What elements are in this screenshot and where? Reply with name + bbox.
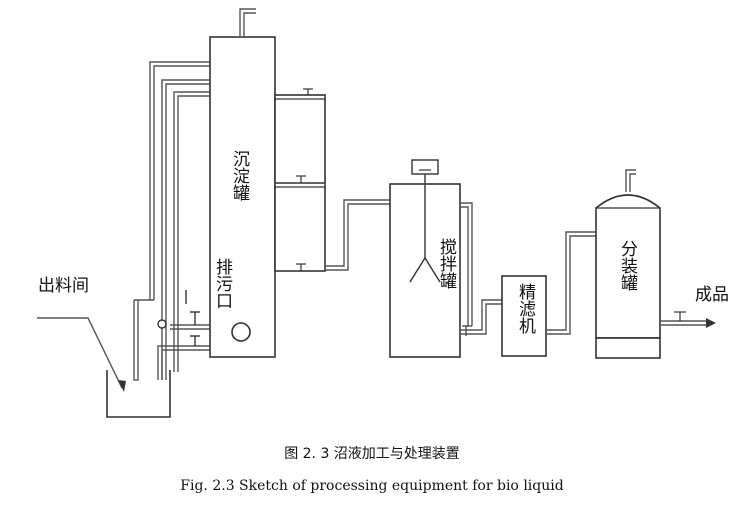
pipes-basin-to-sedimentation [133, 61, 210, 381]
pipe-mixing-to-filter [460, 299, 502, 335]
settling-chambers [274, 88, 326, 272]
sedimentation-tank [209, 8, 276, 358]
label-outlet-room: 出料间 [38, 276, 89, 296]
mixing-tank [389, 159, 473, 358]
inlet-line [37, 317, 123, 389]
valve-icon [157, 319, 167, 329]
pipe-filter-to-dispensing [546, 231, 596, 335]
caption-en: Fig. 2.3 Sketch of processing equipment … [180, 478, 563, 494]
pipe-sedimentation-to-mixing [325, 199, 390, 271]
fine-filter [501, 275, 547, 357]
label-sewage-outlet: 排污口 [212, 258, 233, 309]
label-product: 成品 [695, 285, 729, 305]
dispensing-tank [595, 169, 716, 359]
label-mixing-tank: 搅拌罐 [436, 238, 457, 289]
label-sedimentation-tank: 沉淀罐 [229, 150, 250, 201]
sewage-outlet-port [231, 322, 251, 342]
product-arrow-icon [706, 318, 716, 328]
label-fine-filter: 精滤机 [515, 283, 536, 334]
inlet-arrowhead [118, 380, 126, 392]
outlet-basin [37, 317, 171, 418]
label-dispensing-tank: 分装罐 [617, 240, 638, 291]
caption-zh: 图 2. 3 沼液加工与处理装置 [284, 446, 460, 462]
